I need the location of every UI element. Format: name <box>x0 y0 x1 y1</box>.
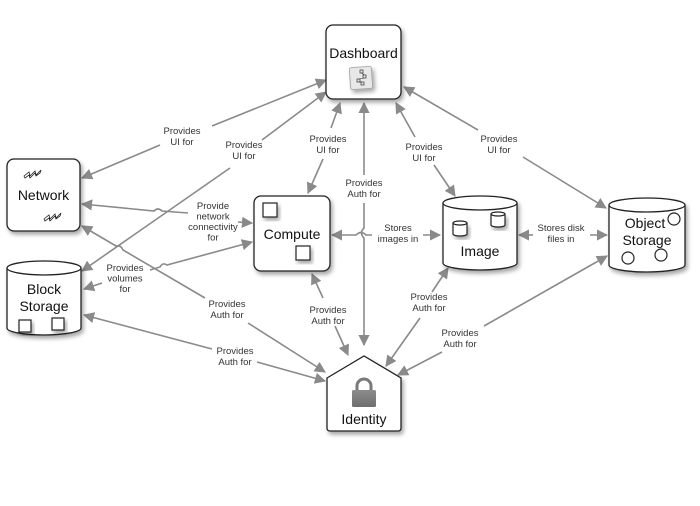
edge-identity-compute <box>311 272 324 299</box>
edge-dash-block <box>81 167 231 272</box>
edge-identity-compute-b <box>334 325 349 357</box>
cube-icon <box>262 202 311 261</box>
edge-dash-image <box>395 102 416 138</box>
node-identity-label: Identity <box>341 411 386 427</box>
edge-dash-object-b <box>522 156 607 209</box>
node-network-label: Network <box>18 187 70 203</box>
edge-identity-object <box>483 255 608 327</box>
node-image-label: Image <box>461 243 500 259</box>
circle-icon <box>621 212 681 265</box>
edge-dash-image-b <box>433 164 456 197</box>
node-block-storage[interactable]: Block Storage <box>6 260 82 336</box>
edge-dash-compute-b <box>306 158 324 195</box>
edge-block-compute <box>82 280 103 292</box>
edge-identity-image <box>431 267 449 293</box>
node-network[interactable]: Network <box>6 158 81 232</box>
edge-image-compute <box>330 229 372 241</box>
edge-identity-dash-b <box>358 203 370 347</box>
node-image[interactable]: Image <box>442 195 518 271</box>
edge-identity-network-b <box>247 322 326 373</box>
node-dashboard-label: Dashboard <box>329 45 398 61</box>
edge-network-compute <box>80 199 189 214</box>
node-block-storage-label-1: Block <box>27 281 62 297</box>
lightning-icon <box>23 169 62 222</box>
node-compute-label: Compute <box>264 226 321 242</box>
edge-identity-block <box>82 312 213 350</box>
edges <box>80 78 609 384</box>
edge-dash-object <box>403 86 479 131</box>
edge-block-compute-b <box>149 239 254 271</box>
node-compute[interactable]: Compute <box>253 195 331 272</box>
padlock-icon <box>352 377 376 407</box>
node-object-storage-label-1: Object <box>625 215 666 231</box>
edge-identity-object-b <box>397 351 443 376</box>
edge-dash-network-b <box>211 78 328 127</box>
node-object-storage-label-2: Storage <box>622 232 671 248</box>
edge-dash-block-b <box>261 91 327 141</box>
edge-identity-image-b <box>385 317 421 367</box>
edge-dash-network <box>80 144 161 180</box>
node-identity[interactable]: Identity <box>326 355 402 432</box>
edge-identity-network <box>81 225 206 299</box>
edge-dash-compute <box>330 101 342 129</box>
node-object-storage[interactable]: Object Storage <box>608 197 686 273</box>
cylinder-icon <box>452 211 506 237</box>
node-dashboard[interactable]: Dashboard <box>325 24 402 100</box>
node-block-storage-label-2: Storage <box>19 298 68 314</box>
hierarchy-icon <box>348 65 374 91</box>
cube-icon <box>18 317 65 333</box>
edge-network-compute-b <box>237 216 254 228</box>
edge-identity-block-b <box>256 361 327 384</box>
